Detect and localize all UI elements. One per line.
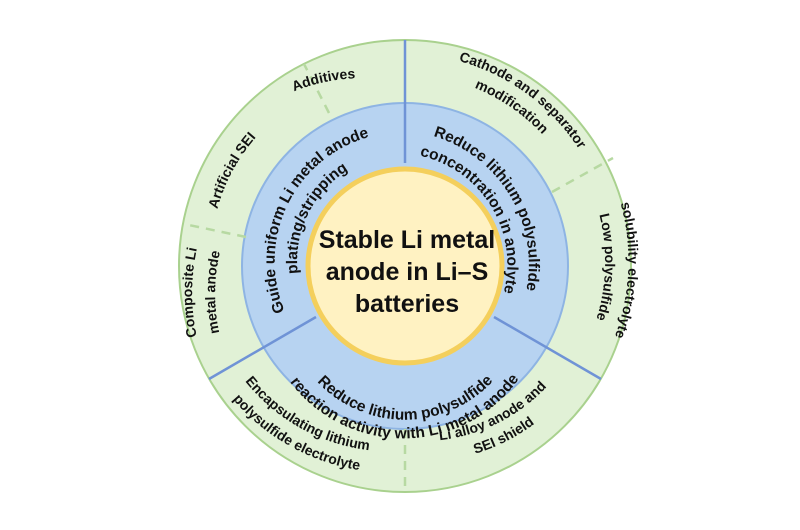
- method-composite-li-line2: metal anode: [202, 249, 223, 335]
- center-circle: [305, 166, 505, 366]
- center-title-line3: batteries: [355, 290, 459, 318]
- sector-divider-left: [208, 315, 317, 381]
- sector-divider-right: [493, 315, 602, 381]
- outer-divider-cathode-low: [551, 156, 614, 194]
- center-title-line1: Stable Li metal: [319, 226, 495, 254]
- method-composite-li-line1: Composite Li: [179, 246, 200, 339]
- center-title-line2: anode in Li–S: [326, 258, 489, 286]
- outer-divider-sei-composite: [183, 222, 247, 239]
